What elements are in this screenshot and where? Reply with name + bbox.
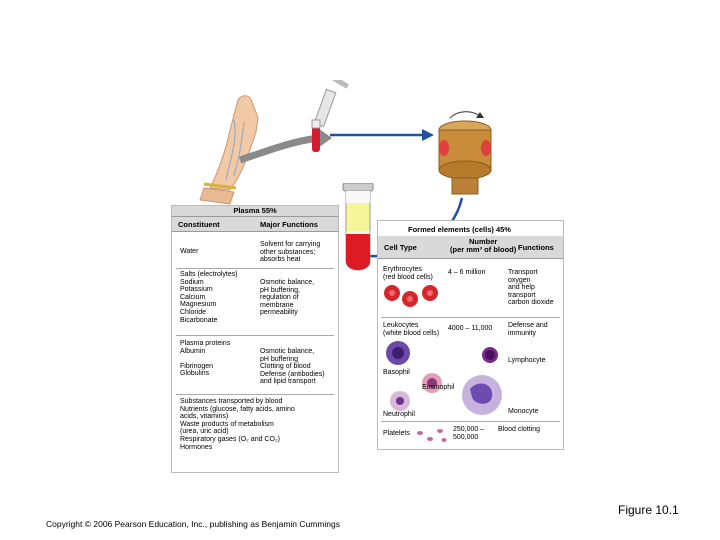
syringe-illustration bbox=[311, 80, 349, 152]
platelets-label: Platelets bbox=[383, 430, 410, 437]
basophil-label: Basophil bbox=[383, 369, 410, 376]
header-major-functions: Major Functions bbox=[260, 220, 318, 229]
header-constituent: Constituent bbox=[178, 220, 220, 229]
leukocytes-functions: Defense and immunity bbox=[508, 322, 548, 337]
erythrocytes-number: 4 – 6 million bbox=[448, 269, 486, 276]
formed-header-row: Cell Type Number (per mm³ of blood) Func… bbox=[378, 236, 563, 259]
monocyte-label: Monocyte bbox=[508, 408, 539, 415]
leukocytes-number: 4000 – 11,000 bbox=[448, 325, 493, 332]
arrow-arm-to-syringe bbox=[238, 134, 319, 164]
plasma-table: Plasma 55% Constituent Major Functions W… bbox=[171, 205, 339, 473]
header-cell-type: Cell Type bbox=[384, 243, 417, 252]
platelets-image bbox=[417, 429, 447, 442]
copyright: Copyright © 2006 Pearson Education, Inc.… bbox=[46, 519, 341, 529]
plasma-header-row: Constituent Major Functions bbox=[172, 217, 338, 232]
centrifuge-illustration bbox=[438, 111, 492, 195]
platelets-number: 250,000 – 500,000 bbox=[453, 426, 485, 441]
row-proteins-constituent: Plasma proteins Albumin Fibrinogen Globu… bbox=[180, 340, 231, 378]
figure-label: Figure 10.1 bbox=[618, 503, 679, 517]
test-tube-illustration bbox=[342, 183, 374, 271]
row-substances: Substances transported by blood Nutrient… bbox=[180, 398, 295, 451]
neutrophil-label: Neutrophil bbox=[383, 411, 415, 418]
row-salts-constituent: Salts (electrolytes) Sodium Potassium Ca… bbox=[180, 271, 238, 324]
row-water-constituent: Water bbox=[180, 248, 199, 255]
erythrocytes-label: Erythrocytes (red blood cells) bbox=[383, 266, 433, 281]
formed-title: Formed elements (cells) 45% bbox=[408, 225, 511, 234]
plasma-title: Plasma 55% bbox=[172, 206, 338, 217]
row-proteins-functions: Osmotic balance, pH buffering Clotting o… bbox=[260, 348, 325, 386]
erythrocytes-functions: Transport oxygen and help transport carb… bbox=[508, 269, 554, 307]
row-salts-functions: Osmotic balance, pH buffering, regulatio… bbox=[260, 279, 315, 317]
header-number: Number (per mm³ of blood) bbox=[450, 237, 517, 254]
white-blood-cells-image bbox=[386, 341, 502, 415]
lymphocyte-label: Lymphocyte bbox=[508, 357, 546, 364]
header-functions: Functions bbox=[518, 243, 554, 252]
platelets-functions: Blood clotting bbox=[498, 426, 541, 433]
leukocytes-label: Leukocytes (white blood cells) bbox=[383, 322, 440, 337]
red-blood-cells-image bbox=[384, 285, 438, 307]
eosinophil-label: Eosinophil bbox=[422, 384, 455, 391]
formed-elements-table: Formed elements (cells) 45% Cell Type Nu… bbox=[377, 220, 564, 450]
arm-illustration bbox=[199, 95, 259, 205]
row-water-functions: Solvent for carrying other substances; a… bbox=[260, 241, 321, 264]
